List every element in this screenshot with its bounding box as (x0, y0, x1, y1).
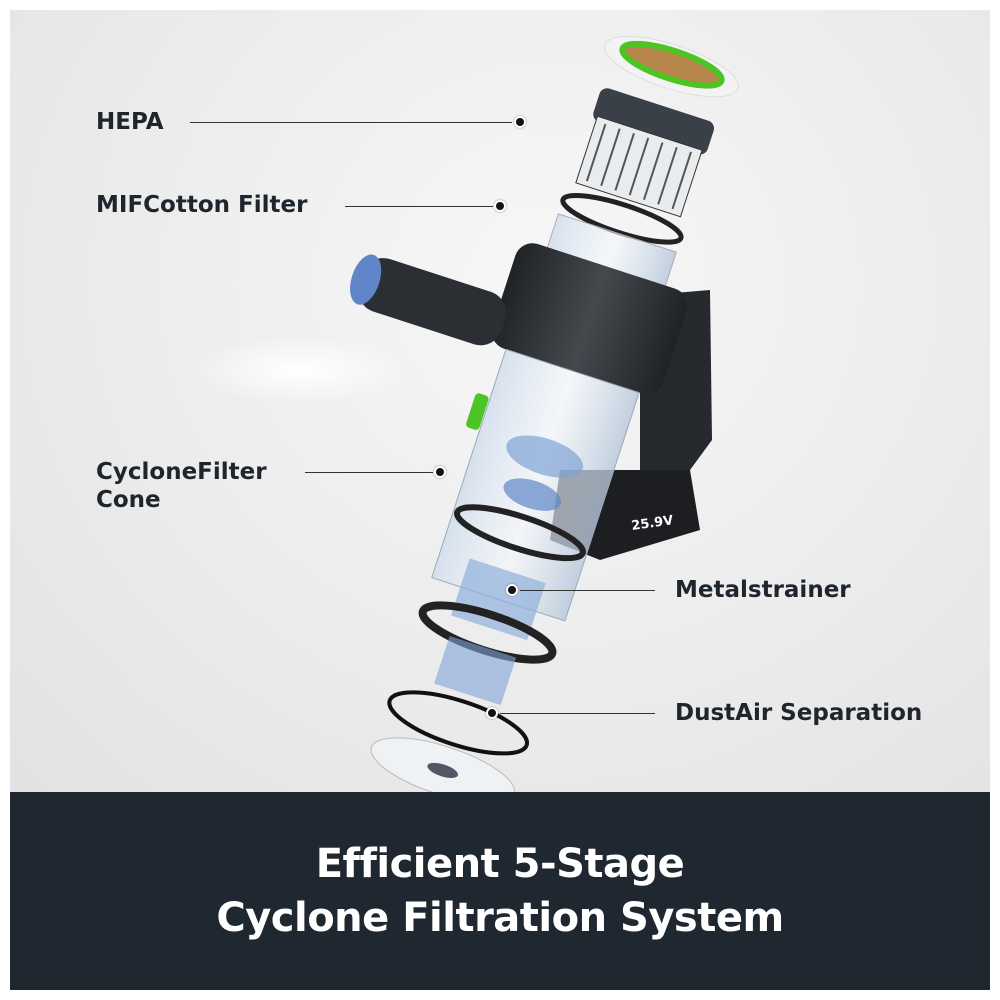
label-hepa: HEPA (96, 109, 164, 135)
headline-banner: Efficient 5-Stage Cyclone Filtration Sys… (10, 792, 990, 990)
leader-line-dust-air (500, 713, 655, 714)
vacuum-illustration: 25.9V (190, 36, 739, 792)
label-cyclone-line1: CycloneFilter (96, 459, 267, 485)
marker-dot-dust-air (486, 707, 498, 719)
label-metal-strainer: Metalstrainer (675, 577, 851, 603)
marker-dot-metal-strainer (506, 584, 518, 596)
leader-line-mif-cotton (345, 206, 493, 207)
battery-voltage-label: 25.9V (630, 513, 674, 534)
marker-dot-cyclone (434, 466, 446, 478)
headline-line1: Efficient 5-Stage (315, 841, 685, 887)
marker-dot-hepa (514, 116, 526, 128)
leader-line-hepa (190, 122, 512, 123)
product-photo: 25.9V (10, 10, 990, 792)
marker-dot-mif-cotton (494, 200, 506, 212)
leader-line-cyclone (305, 472, 433, 473)
headline-line2: Cyclone Filtration System (216, 895, 784, 941)
label-cyclone-filter-cone: CycloneFilter Cone (96, 458, 267, 514)
label-mif-cotton-filter: MIFCotton Filter (96, 192, 308, 218)
label-cyclone-line2: Cone (96, 487, 161, 513)
leader-line-metal-strainer (520, 590, 655, 591)
label-dust-air-separation: DustAir Separation (675, 700, 923, 726)
